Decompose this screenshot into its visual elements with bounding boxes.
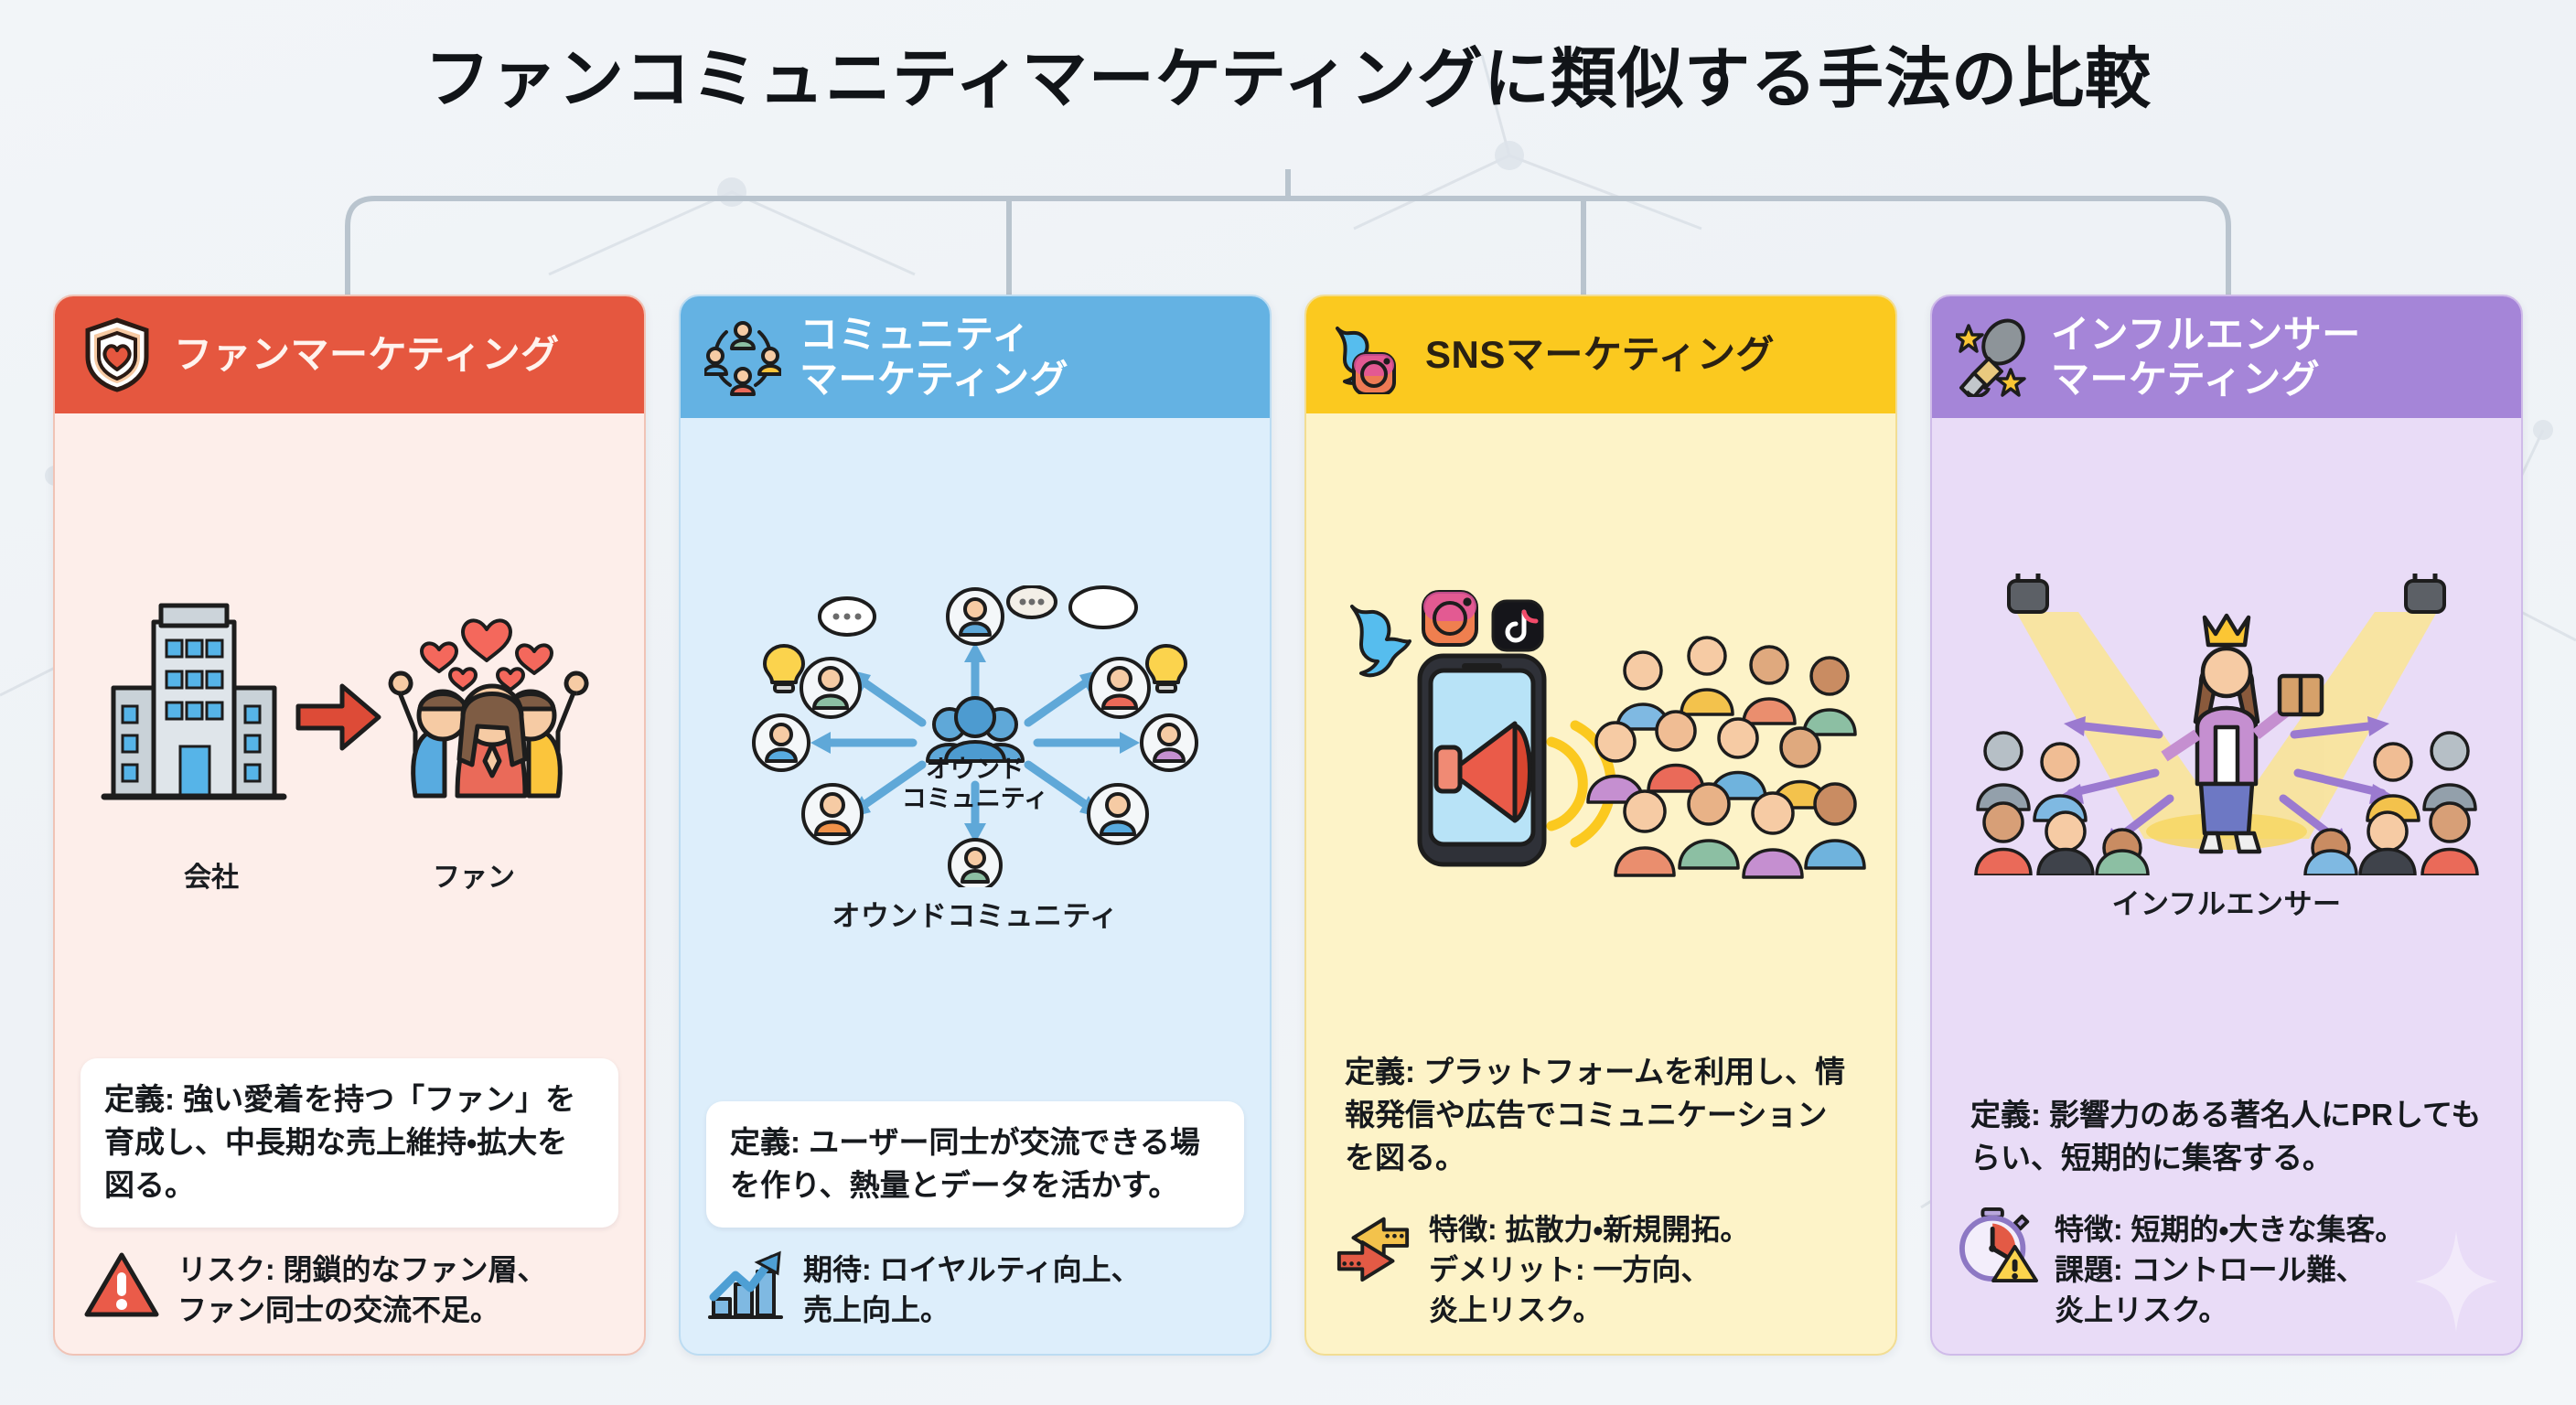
note-line: 炎上リスク。 <box>1429 1292 1603 1326</box>
label-fans: ファン <box>433 862 515 893</box>
two-way-arrows-icon <box>1334 1206 1412 1284</box>
card-body-sns-marketing: 定義: プラットフォームを利用し、情報発信や広告でコミュニケーションを図る。 特… <box>1306 413 1895 1354</box>
influencer-spotlight-graphic <box>1974 574 2479 876</box>
note-text-influencer-marketing: 特徴: 短期的・大きな集客。 課題: コントロール難、 炎上リスク。 <box>2055 1206 2404 1330</box>
note-line: 課題: コントロール難、 <box>2055 1252 2366 1286</box>
note-line: 売上向上。 <box>803 1292 950 1326</box>
illustration-company-to-fans: 会社 ファン <box>55 413 644 1053</box>
illustration-caption-influencer: インフルエンサー <box>2111 888 2342 921</box>
illustration-caption-community: オウンドコミュニティ <box>832 900 1119 933</box>
card-title-community-marketing: コミュニティ マーケティング <box>800 313 1069 401</box>
note-line: リスク: 閉鎖的なファン層、 <box>177 1252 547 1286</box>
note-line: 炎上リスク。 <box>2055 1292 2228 1326</box>
note-row-community-marketing: 期待: ロイヤルティ向上、 売上向上。 <box>681 1228 1270 1354</box>
card-community-marketing[interactable]: コミュニティ マーケティング <box>679 295 1272 1356</box>
card-title-fan-marketing: ファンマーケティング <box>174 332 560 376</box>
note-line: 特徴: 短期的・大きな集客。 <box>2055 1212 2405 1246</box>
definition-box-sns-marketing: 定義: プラットフォームを利用し、情報発信や広告でコミュニケーションを図る。 <box>1326 1035 1875 1187</box>
instagram-icon <box>1422 590 1478 648</box>
illustration-owned-community: オウンド コミュニティ オウンドコミュニティ <box>681 418 1270 1096</box>
note-line: ファン同士の交流不足。 <box>177 1292 500 1326</box>
card-sns-marketing[interactable]: SNSマーケティング <box>1304 295 1897 1356</box>
note-row-sns-marketing: 特徴: 拡散力・新規開拓。 デメリット: 一方向、 炎上リスク。 <box>1306 1187 1895 1354</box>
note-line: 特徴: 拡散力・新規開拓。 <box>1429 1212 1750 1246</box>
people-circle-icon <box>704 319 781 396</box>
card-header-sns-marketing: SNSマーケティング <box>1306 296 1895 413</box>
comparison-cards-row: ファンマーケティング <box>0 295 2576 1356</box>
note-line: デメリット: 一方向、 <box>1429 1252 1711 1286</box>
note-row-fan-marketing: リスク: 閉鎖的なファン層、 ファン同士の交流不足。 <box>55 1228 644 1354</box>
card-header-fan-marketing: ファンマーケティング <box>55 296 644 413</box>
page-title-wrapper: ファンコミュニティマーケティングに類似する手法の比較 <box>0 43 2576 116</box>
definition-text-community-marketing: 定義: ユーザー同士が交流できる場を作り、熱量とデータを活かす。 <box>730 1124 1200 1202</box>
owned-community-graphic: オウンド コミュニティ <box>752 585 1198 888</box>
card-header-community-marketing: コミュニティ マーケティング <box>681 296 1270 419</box>
tiktok-icon <box>1491 599 1544 652</box>
definition-box-community-marketing: 定義: ユーザー同士が交流できる場を作り、熱量とデータを活かす。 <box>706 1100 1244 1228</box>
warning-triangle-icon <box>82 1246 161 1325</box>
definition-text-fan-marketing: 定義: 強い愛着を持つ「ファン」を育成し、中長期な売上維持・拡大を図る。 <box>104 1082 576 1202</box>
card-body-fan-marketing: 会社 ファン 定義: 強い愛着を持つ「ファン」を育成し、中長期な売上維持・拡大を… <box>55 413 644 1354</box>
twitter-icon <box>1350 605 1411 678</box>
definition-text-influencer-marketing: 定義: 影響力のある著名人にPRしてもらい、短期的に集客する。 <box>1970 1097 2482 1174</box>
card-influencer-marketing[interactable]: インフルエンサー マーケティング <box>1930 295 2523 1356</box>
note-text-community-marketing: 期待: ロイヤルティ向上、 売上向上。 <box>803 1246 1141 1330</box>
illustration-influencer-spotlight: インフルエンサー <box>1932 418 2521 1071</box>
card-title-influencer-marketing: インフルエンサー マーケティング <box>2051 313 2361 401</box>
svg-text:コミュニティ: コミュニティ <box>902 785 1048 812</box>
card-fan-marketing[interactable]: ファンマーケティング <box>53 295 646 1356</box>
card-title-sns-marketing: SNSマーケティング <box>1425 332 1775 376</box>
shield-heart-icon <box>79 316 156 393</box>
card-body-community-marketing: オウンド コミュニティ オウンドコミュニティ 定義: ユーザー同士が交流できる場… <box>681 418 1270 1354</box>
page-title: ファンコミュニティマーケティングに類似する手法の比較 <box>424 43 2152 116</box>
sns-broadcast-graphic <box>1350 590 1866 880</box>
card-body-influencer-marketing: インフルエンサー 定義: 影響力のある著名人にPRしてもらい、短期的に集客する。 <box>1932 418 2521 1354</box>
svg-text:オウンド: オウンド <box>926 756 1025 783</box>
label-company: 会社 <box>183 862 239 893</box>
stopwatch-warning-icon <box>1959 1206 2038 1284</box>
note-line: 期待: ロイヤルティ向上、 <box>803 1252 1141 1286</box>
definition-box-fan-marketing: 定義: 強い愛着を持つ「ファン」を育成し、中長期な売上維持・拡大を図る。 <box>80 1058 618 1228</box>
definition-box-influencer-marketing: 定義: 影響力のある著名人にPRしてもらい、短期的に集客する。 <box>1952 1078 2501 1187</box>
note-text-sns-marketing: 特徴: 拡散力・新規開拓。 デメリット: 一方向、 炎上リスク。 <box>1429 1206 1749 1330</box>
note-text-fan-marketing: リスク: 閉鎖的なファン層、 ファン同士の交流不足。 <box>177 1246 547 1330</box>
microphone-star-icon <box>1956 318 2033 397</box>
definition-text-sns-marketing: 定義: プラットフォームを利用し、情報発信や広告でコミュニケーションを図る。 <box>1345 1054 1846 1174</box>
connector-bracket <box>345 169 2231 309</box>
illustration-sns-broadcast <box>1306 413 1895 1029</box>
twitter-instagram-icon <box>1330 316 1407 394</box>
illustration-labels-fan: 会社 ファン <box>87 854 612 895</box>
company-fans-graphic <box>101 603 589 800</box>
card-header-influencer-marketing: インフルエンサー マーケティング <box>1932 296 2521 419</box>
growth-chart-icon <box>708 1246 787 1325</box>
note-row-influencer-marketing: 特徴: 短期的・大きな集客。 課題: コントロール難、 炎上リスク。 <box>1932 1187 2521 1354</box>
